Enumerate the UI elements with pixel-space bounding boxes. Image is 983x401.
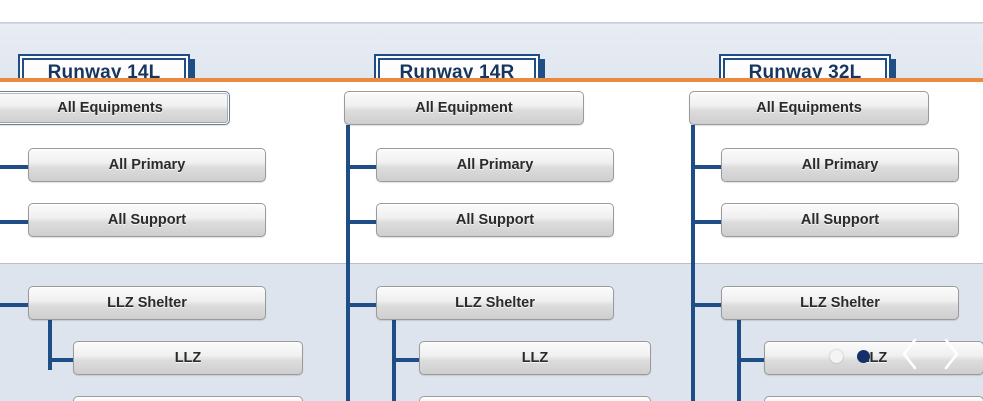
node-llz-shelter-label: LLZ Shelter	[455, 295, 535, 311]
node-all-support-label: All Support	[455, 212, 535, 228]
node-all-support[interactable]: All Support	[28, 203, 266, 237]
connector-stub-all-primary	[346, 165, 378, 169]
connector-subtrunk-llz-shelter	[48, 320, 52, 370]
node-all-equipment-label: All Equipment	[415, 100, 513, 116]
node-all-equipments[interactable]: All Equipments	[0, 91, 230, 125]
runway-header-14l-label: Runway 14L	[47, 62, 161, 83]
node-llz-shelter-label: LLZ Shelter	[107, 295, 187, 311]
node-all-primary-label: All Primary	[801, 157, 879, 173]
node-all-primary[interactable]: All Primary	[28, 148, 266, 182]
node-llz-shelter[interactable]: LLZ Shelter	[721, 286, 959, 320]
connector-stub-llz-shelter	[0, 303, 30, 307]
node-all-primary[interactable]: All Primary	[721, 148, 959, 182]
carousel-page-indicators[interactable]	[830, 350, 870, 363]
top-hairline-divider	[0, 22, 983, 24]
connector-stub-all-primary	[691, 165, 723, 169]
band-divider-line	[0, 263, 983, 264]
equipment-tree-area: All Equipments All Primary All Support L…	[0, 82, 983, 401]
connector-stub-llz	[392, 358, 421, 362]
connector-stub-all-support	[346, 220, 378, 224]
node-all-support[interactable]: All Support	[721, 203, 959, 237]
connector-trunk-root	[346, 125, 350, 401]
top-white-strip	[0, 0, 983, 22]
carousel-prev-icon[interactable]	[897, 334, 923, 374]
node-all-equipments-label: All Equipments	[756, 100, 862, 116]
node-llz-label: LLZ	[174, 350, 202, 366]
orange-separator-rule	[0, 78, 983, 82]
node-clipped-bottom[interactable]	[419, 396, 651, 401]
node-all-primary-label: All Primary	[108, 157, 186, 173]
carousel-next-icon[interactable]	[938, 334, 964, 374]
node-llz-shelter[interactable]: LLZ Shelter	[376, 286, 614, 320]
connector-stub-all-primary	[0, 165, 30, 169]
node-all-support-label: All Support	[107, 212, 187, 228]
connector-trunk-root	[691, 125, 695, 401]
node-llz[interactable]: LLZ	[764, 341, 983, 375]
node-all-primary[interactable]: All Primary	[376, 148, 614, 182]
tree-column-runway-32l: All Equipments All Primary All Support L…	[675, 82, 983, 401]
connector-stub-llz	[737, 358, 766, 362]
node-all-equipment[interactable]: All Equipment	[344, 91, 584, 125]
carousel-dot-2[interactable]	[857, 350, 870, 363]
node-llz[interactable]: LLZ	[419, 341, 651, 375]
runway-header-32l-label: Runway 32L	[748, 62, 862, 83]
node-llz-shelter-label: LLZ Shelter	[800, 295, 880, 311]
node-all-support-label: All Support	[800, 212, 880, 228]
connector-stub-llz-shelter	[691, 303, 723, 307]
node-clipped-bottom[interactable]	[73, 396, 303, 401]
node-llz-shelter[interactable]: LLZ Shelter	[28, 286, 266, 320]
node-all-primary-label: All Primary	[456, 157, 534, 173]
node-all-equipments[interactable]: All Equipments	[689, 91, 929, 125]
connector-stub-llz	[48, 358, 75, 362]
connector-stub-all-support	[691, 220, 723, 224]
node-llz[interactable]: LLZ	[73, 341, 303, 375]
connector-stub-all-support	[0, 220, 30, 224]
runway-header-band: Runway 14L Runway 14R Runway 32L	[0, 24, 983, 92]
connector-stub-llz-shelter	[346, 303, 378, 307]
node-llz-label: LLZ	[521, 350, 549, 366]
node-all-support[interactable]: All Support	[376, 203, 614, 237]
carousel-dot-1[interactable]	[830, 350, 843, 363]
tree-column-runway-14r: All Equipment All Primary All Support LL…	[330, 82, 675, 401]
node-clipped-bottom[interactable]	[764, 396, 983, 401]
tree-column-runway-14l: All Equipments All Primary All Support L…	[0, 82, 330, 401]
runway-header-14r-label: Runway 14R	[399, 62, 515, 83]
node-all-equipments-label: All Equipments	[57, 100, 163, 116]
